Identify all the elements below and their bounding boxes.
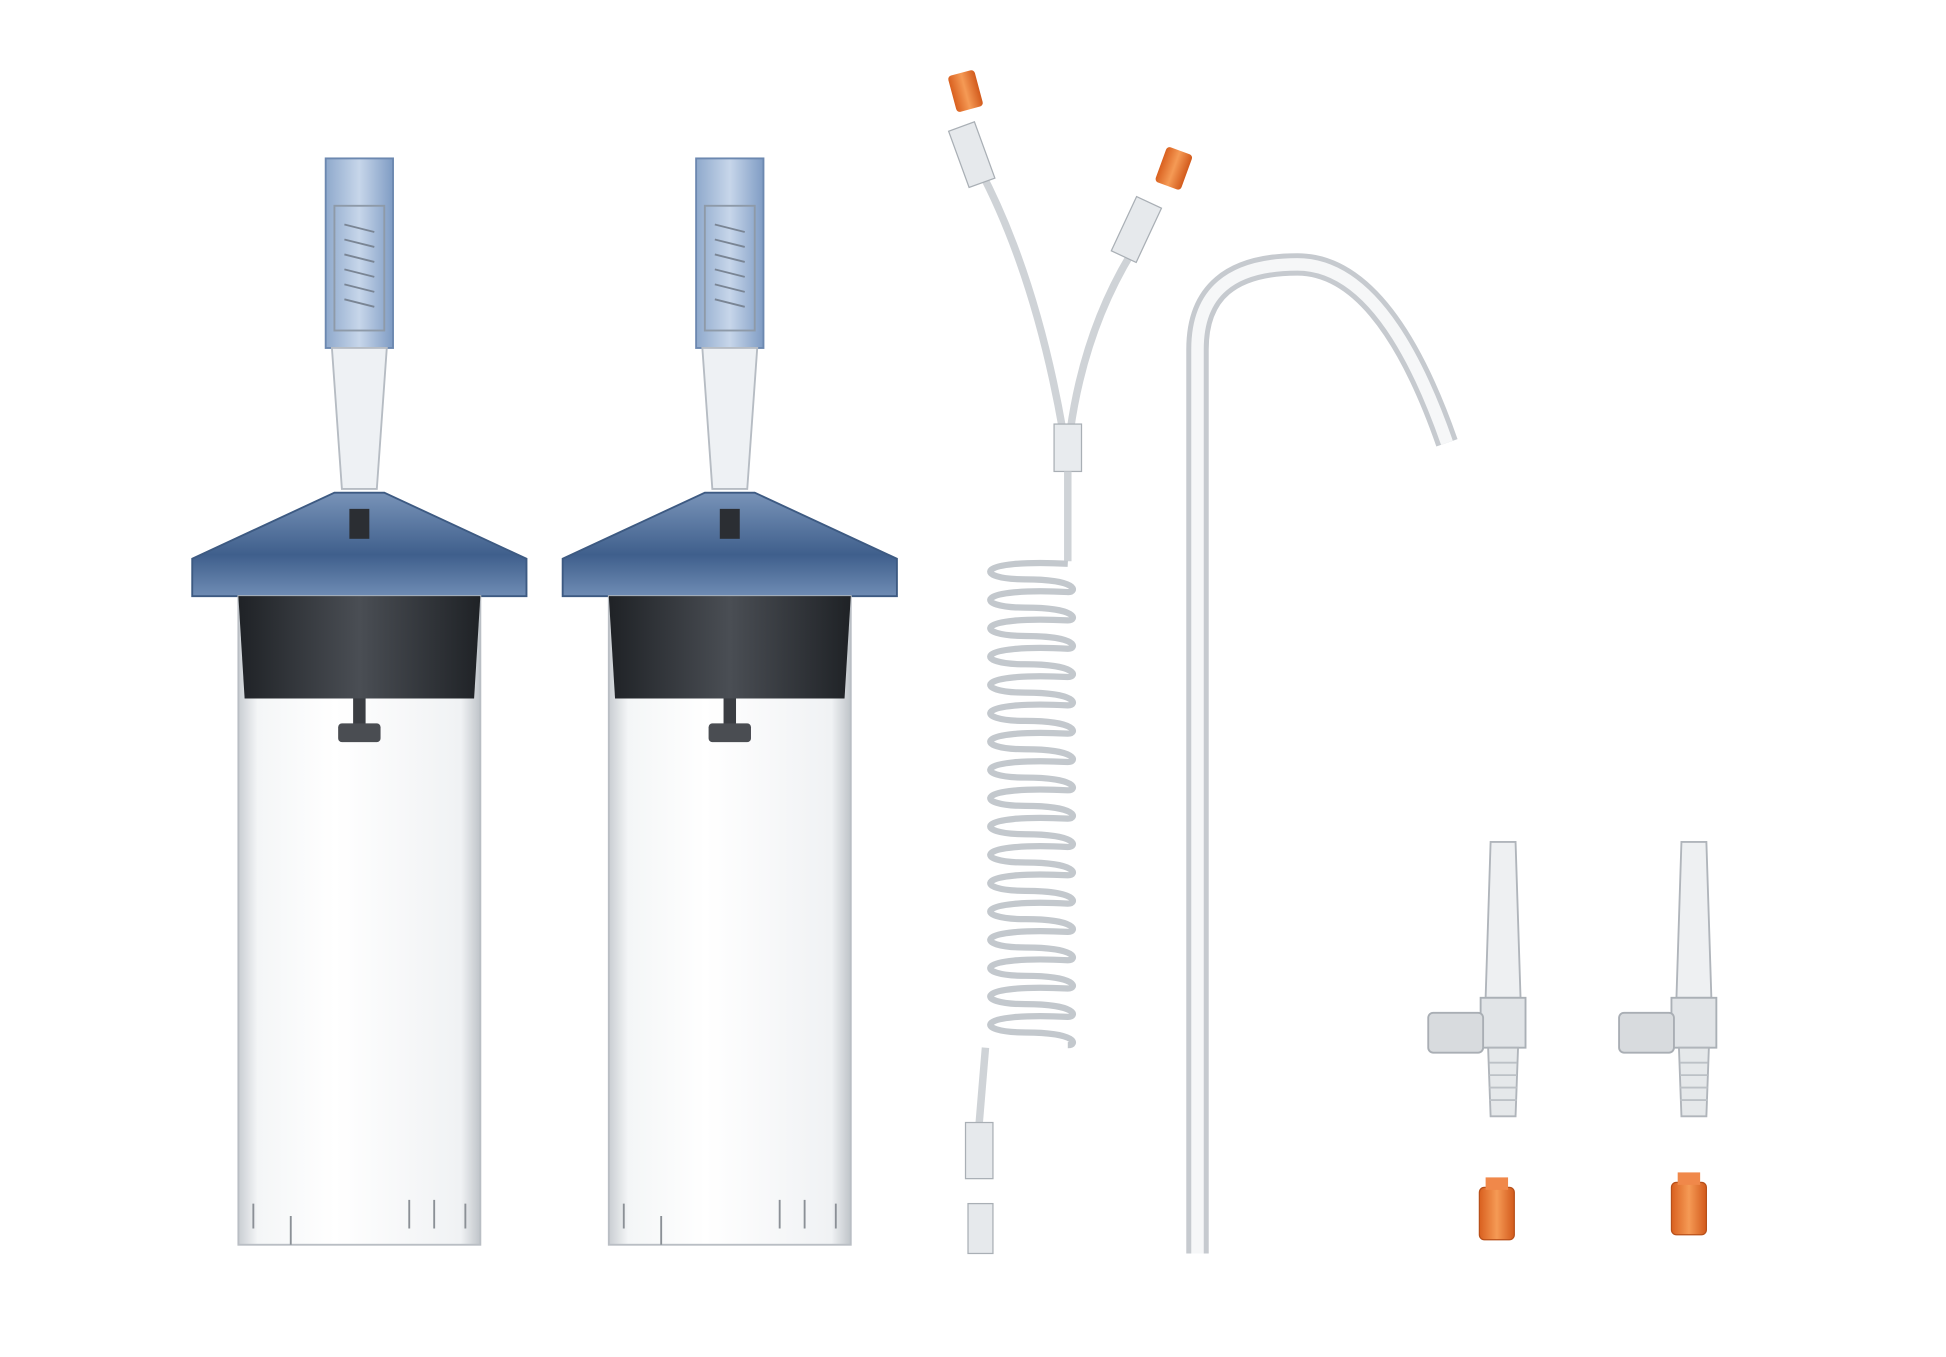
coiled-tubing <box>947 70 1193 1255</box>
spike-right <box>1618 840 1718 1118</box>
orange-cap-left <box>1478 1176 1515 1241</box>
syringe-left <box>191 157 528 1246</box>
j-tube <box>1186 253 1458 1254</box>
orange-cap-right <box>1670 1171 1708 1236</box>
spike-left <box>1427 840 1527 1118</box>
syringe-right <box>561 157 898 1246</box>
